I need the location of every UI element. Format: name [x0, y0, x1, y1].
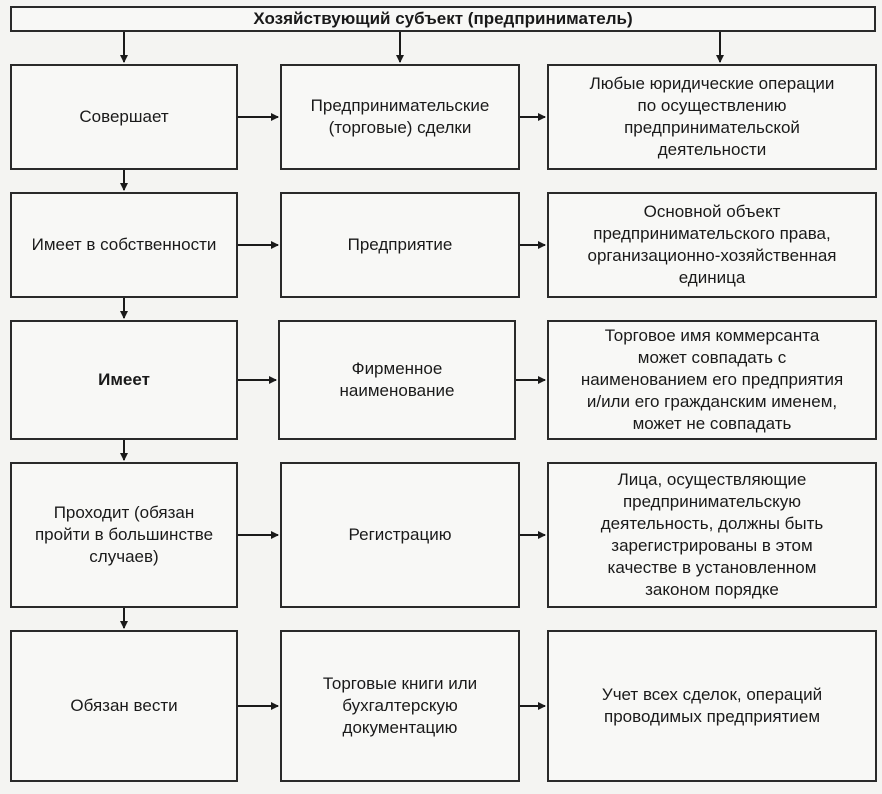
title-box: Хозяйствующий субъект (предприниматель): [10, 6, 876, 32]
row1-left-box: Совершает: [10, 64, 238, 170]
row2-right-box: Основной объект предпринимательского пра…: [547, 192, 877, 298]
row3-middle-box: Фирменное наименование: [278, 320, 516, 440]
row4-right-box: Лица, осуществляющие предпринимательскую…: [547, 462, 877, 608]
row4-middle-box: Регистрацию: [280, 462, 520, 608]
row3-right-box: Торговое имя коммерсанта может совпадать…: [547, 320, 877, 440]
row5-right-box: Учет всех сделок, операций проводимых пр…: [547, 630, 877, 782]
row2-middle-box: Предприятие: [280, 192, 520, 298]
row5-middle-box: Торговые книги или бухгалтерскую докумен…: [280, 630, 520, 782]
row3-left-box: Имеет: [10, 320, 238, 440]
row2-left-box: Имеет в собственности: [10, 192, 238, 298]
row1-middle-box: Предпринимательские (торговые) сделки: [280, 64, 520, 170]
row5-left-box: Обязан вести: [10, 630, 238, 782]
row1-right-box: Любые юридические операции по осуществле…: [547, 64, 877, 170]
row4-left-box: Проходит (обязан пройти в большинстве сл…: [10, 462, 238, 608]
